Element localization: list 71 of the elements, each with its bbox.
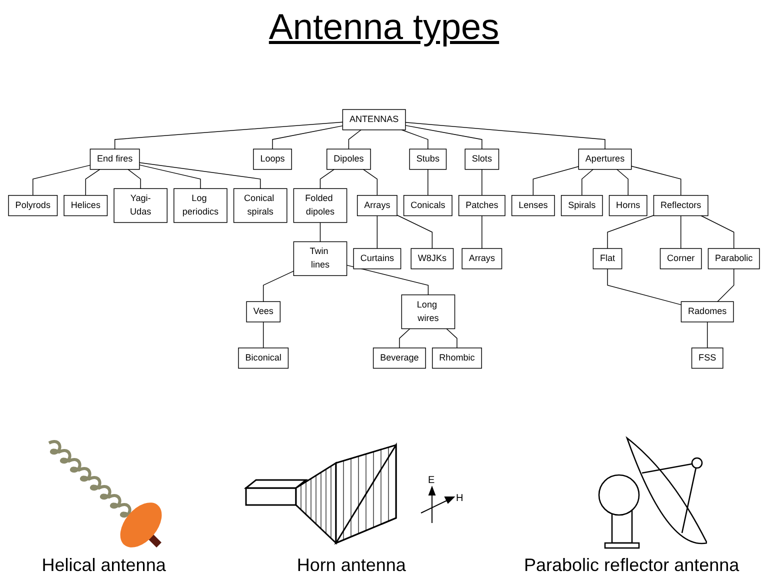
node-box: Radomes	[680, 301, 734, 322]
node-box: Beverage	[372, 348, 426, 369]
node-box: End fires	[90, 148, 140, 170]
node-box: Helices	[64, 195, 108, 216]
connector	[680, 215, 682, 249]
picture-caption: Horn antenna	[296, 555, 406, 576]
node-box: Polyrods	[8, 195, 58, 216]
picture-caption: Parabolic reflector antenna	[524, 555, 740, 576]
node-box: Folded dipoles	[293, 188, 348, 223]
node-box: Apertures	[578, 148, 632, 170]
node-box: Parabolic	[708, 248, 760, 270]
node-box: Corner	[660, 248, 702, 270]
connector	[399, 328, 410, 348]
node-box: FSS	[691, 348, 724, 369]
node-box: Horns	[608, 195, 648, 216]
node-box: Patches	[458, 195, 506, 216]
connector	[700, 215, 734, 249]
node-box: W8JKs	[410, 248, 454, 270]
node-box: Reflectors	[653, 195, 708, 216]
node-box: Stubs	[409, 148, 447, 170]
connector	[405, 122, 606, 150]
connector	[114, 122, 344, 150]
connector	[607, 215, 654, 249]
node-box: Yagi-Udas	[114, 188, 168, 223]
node-box: Arrays	[462, 248, 502, 270]
node-box: Arrays	[356, 195, 398, 216]
connector	[272, 126, 344, 150]
title: Antenna types	[268, 6, 500, 48]
node-box: ANTENNAS	[342, 109, 406, 130]
connector	[346, 264, 429, 296]
picture-caption: Helical antenna	[42, 555, 166, 576]
node-box: Twin lines	[293, 241, 348, 276]
connector	[320, 169, 334, 190]
connector	[401, 130, 428, 150]
connector	[631, 166, 682, 196]
connector	[405, 125, 482, 150]
connector	[616, 169, 628, 196]
node-box: Spirals	[560, 195, 603, 216]
connector	[607, 268, 682, 306]
connector	[85, 169, 100, 196]
connector	[262, 322, 264, 348]
connector	[139, 164, 201, 190]
connector	[139, 162, 261, 190]
connector	[348, 130, 362, 150]
connector	[32, 164, 91, 196]
node-box: Log periodics	[174, 188, 228, 223]
node-box: Conicals	[403, 195, 452, 216]
connector	[717, 268, 734, 302]
node-box: Rhombic	[432, 348, 482, 369]
connector	[376, 215, 378, 249]
axis-label: H	[456, 493, 464, 504]
node-box: Conical spirals	[233, 188, 288, 223]
node-box: Lenses	[511, 195, 555, 216]
axis-label: E	[428, 475, 436, 486]
node-box: Slots	[464, 148, 500, 170]
connector	[262, 270, 294, 302]
node-box: Vees	[246, 301, 281, 322]
connector	[128, 169, 141, 190]
connector	[532, 166, 579, 196]
node-box: Loops	[253, 148, 292, 170]
node-box: Biconical	[238, 348, 289, 369]
node-box: Dipoles	[326, 148, 371, 170]
connector	[396, 214, 433, 249]
node-box: Curtains	[353, 248, 402, 270]
node-box: Flat	[592, 248, 622, 270]
node-box: Long wires	[401, 294, 456, 330]
connector	[446, 328, 458, 348]
connector	[320, 222, 321, 242]
connector	[706, 322, 708, 348]
connector	[582, 169, 594, 196]
connector	[362, 169, 378, 196]
